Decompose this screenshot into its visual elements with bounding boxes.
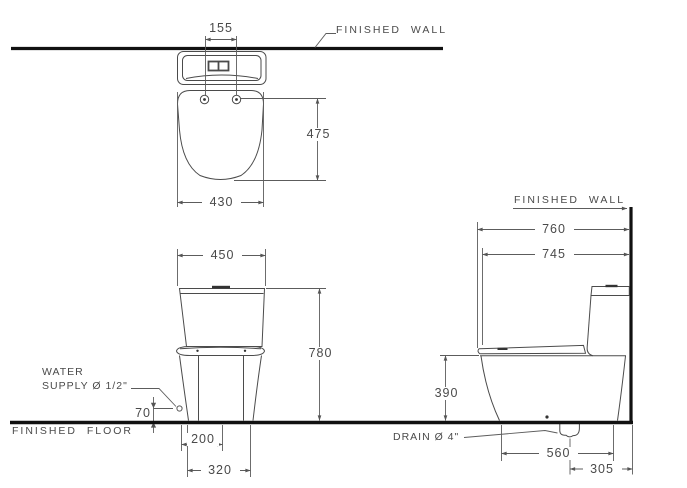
tank-lid-inner-outline [182,55,262,81]
water-supply-label-line1: WATER [42,366,84,378]
seat-front-dot-right [243,349,247,352]
seat-front-dot-left [196,349,199,352]
tank-side-front-edge [586,295,592,348]
bowl-back-edge [617,355,626,421]
bowl-cap-dot [545,415,549,419]
tank-front-outline [178,288,266,347]
tank-side-lid [590,286,630,296]
dim-475-label: 475 [299,127,338,142]
seat-side-outline [477,344,587,355]
tank-lid-curve [185,74,259,79]
dim-70-label: 70 [135,405,151,420]
tank-side-top-mark [605,284,618,288]
dim-780-label: 780 [301,346,340,361]
water-supply-point [176,405,183,412]
dim-450-label: 450 [203,248,242,262]
dim-200-label: 200 [187,432,219,446]
tank-top-mark [212,285,230,289]
seat-top-outline [176,90,265,180]
seat-front-outline [175,346,266,356]
seat-side-mark [497,347,508,350]
dim-560-label: 560 [539,446,578,461]
finished-wall-label-top: FINISHED WALL [336,24,448,36]
dim-155-label: 155 [209,21,233,35]
dim-430-label: 430 [202,195,241,209]
tank-side-base-curve [586,346,594,357]
dim-320-label: 320 [200,463,240,478]
water-supply-leader [131,388,177,407]
dim-745-label: 745 [534,247,574,262]
drain-label: DRAIN Ø 4" [393,430,460,443]
seat-hinge-left-dot [203,98,206,101]
drain-leader [463,430,558,438]
seat-hinge-right-dot [235,98,238,101]
dim-305-label: 305 [582,462,622,476]
finished-wall-label-side: FINISHED WALL [514,194,626,206]
pedestal-left-edge [179,355,189,421]
water-supply-label-line2: SUPPLY Ø 1/2" [42,379,128,392]
bowl-front-edge [480,355,500,421]
finished-floor-label: FINISHED FLOOR [12,425,134,437]
seat-front-inner-arc [179,346,262,350]
dim-390-label: 390 [427,386,466,401]
top-wall-leader [314,33,336,48]
top-view [11,33,443,207]
drain-outlet [559,424,580,438]
dim-760-label: 760 [534,222,574,237]
pedestal-right-edge [252,355,262,421]
front-view [131,249,326,477]
